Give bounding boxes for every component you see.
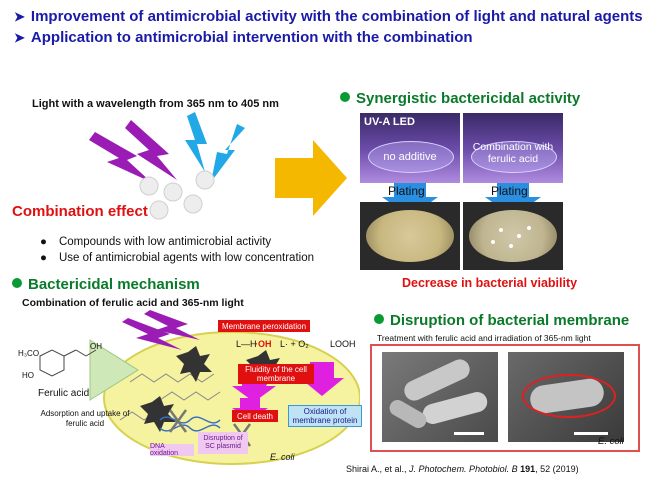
bullet-text: Compounds with low antimicrobial activit… [58, 236, 272, 248]
scale-bar [454, 432, 484, 435]
fluidity-box: Fluidity of the cell membrane [238, 364, 314, 384]
lightning-bolt-icon [122, 318, 182, 350]
combination-bullet: ● Compounds with low antimicrobial activi… [40, 236, 271, 248]
ho-label: HO [22, 371, 34, 380]
ecoli-label: E. coli [270, 452, 295, 462]
bullet-dot-icon: ● [40, 236, 47, 248]
bullet-text: Use of antimicrobial agents with low con… [58, 252, 314, 264]
bullet-dot-icon: ● [40, 252, 47, 264]
sc-plasmid-box: Disruption of SC plasmid [198, 432, 248, 454]
dna-oxidation-box: DNA oxidation [150, 443, 194, 457]
citation-authors: Shirai A., et al., [346, 464, 410, 474]
header-line-2: ➤ Application to antimicrobial interventi… [14, 29, 473, 46]
green-dot-icon [340, 92, 350, 102]
disruption-subtitle: Treatment with ferulic acid and irradiat… [377, 333, 591, 343]
reaction-lo2: L· + O₂ [280, 339, 309, 349]
yellow-arrow-icon [275, 140, 347, 216]
combination-bullet: ● Use of antimicrobial agents with low co… [40, 252, 314, 264]
molecule-circle [149, 200, 169, 220]
reaction-oh: ·OH [255, 339, 272, 349]
disruption-title-text: Disruption of bacterial membrane [390, 312, 630, 329]
molecule-circle [163, 182, 183, 202]
lightning-bolt-icon [185, 112, 207, 172]
header-text-1: Improvement of antimicrobial activity wi… [30, 8, 643, 25]
lightning-bolt-icon [89, 132, 151, 182]
synergy-section-title: Synergistic bactericidal activity [340, 90, 580, 107]
uva-photo-combination: Combination with ferulic acid [463, 113, 563, 183]
header-text-2: Application to antimicrobial interventio… [30, 29, 473, 46]
burst-icon [176, 346, 212, 382]
h3co-label: H₃CO [18, 349, 40, 358]
petri-dish [368, 141, 454, 173]
mechanism-title-text: Bactericidal mechanism [28, 276, 200, 293]
plate-photo-combination [463, 202, 563, 270]
plate-photo-no-additive [360, 202, 460, 270]
no-additive-label: no additive [383, 151, 437, 163]
ferulic-structure [39, 349, 97, 377]
reaction-looh: LOOH [330, 339, 356, 349]
citation-rest: , 52 (2019) [535, 464, 579, 474]
disruption-section-title: Disruption of bacterial membrane [374, 312, 629, 329]
scale-bar [574, 432, 608, 435]
decrease-viability-label: Decrease in bacterial viability [402, 276, 578, 290]
oxidation-protein-box: Oxidation of membrane protein [288, 405, 362, 427]
membrane-peroxidation-box: Membrane peroxidation [218, 320, 310, 332]
adsorption-label: Adsorption and uptake of ferulic acid [40, 409, 130, 428]
reaction-lh: L—H [236, 339, 257, 349]
uva-photo-no-additive: UV-A LED no additive [360, 113, 460, 183]
sem-image-untreated [382, 352, 498, 442]
chevron-right-icon: ➤ [14, 9, 25, 24]
combination-effect-title: Combination effect [12, 203, 148, 220]
ferulic-acid-label: Ferulic acid [38, 388, 90, 399]
molecule-circle [139, 176, 159, 196]
molecule-circle [183, 194, 203, 214]
plating-label-left: Plating [388, 184, 425, 198]
citation-volume: 191 [520, 464, 536, 474]
down-arrow-icon [382, 183, 438, 217]
agar-plate-sparse [469, 210, 557, 262]
light-illustration [89, 112, 245, 220]
green-dot-icon [12, 278, 22, 288]
uva-label: UV-A LED [364, 116, 415, 128]
citation: Shirai A., et al., J. Photochem. Photobi… [346, 464, 579, 474]
oh-label: OH [90, 342, 102, 351]
burst-icon [140, 396, 176, 432]
combination-label: Combination with ferulic acid [472, 141, 554, 165]
down-arrow-icon [485, 183, 541, 217]
petri-dish [471, 141, 557, 173]
disruption-highlight [522, 374, 616, 418]
green-arrow-icon [89, 339, 139, 401]
chevron-right-icon: ➤ [14, 30, 25, 45]
synergy-title-text: Synergistic bactericidal activity [356, 90, 581, 107]
header-line-1: ➤ Improvement of antimicrobial activity w… [14, 8, 643, 25]
citation-journal: J. Photochem. Photobiol. B [409, 464, 518, 474]
lightning-bolt-icon [211, 124, 245, 182]
mechanism-subtitle: Combination of ferulic acid and 365-nm l… [22, 297, 244, 309]
lightning-bolt-icon [125, 120, 177, 180]
cell-death-box: Cell death [232, 410, 278, 422]
mechanism-section-title: Bactericidal mechanism [12, 276, 200, 293]
agar-plate-dense [366, 210, 454, 262]
sem-panel [370, 344, 640, 452]
lightning-bolt-icon [144, 310, 200, 340]
green-dot-icon [374, 314, 384, 324]
sem-image-treated [508, 352, 624, 442]
light-wavelength-label: Light with a wavelength from 365 nm to 4… [32, 98, 279, 110]
dna-helix-icon [159, 416, 221, 432]
molecule-circle [195, 170, 215, 190]
magenta-down-arrow-icon [232, 398, 268, 420]
ecoli-label-sem: E. coli [598, 436, 624, 447]
plating-label-right: Plating [491, 184, 528, 198]
